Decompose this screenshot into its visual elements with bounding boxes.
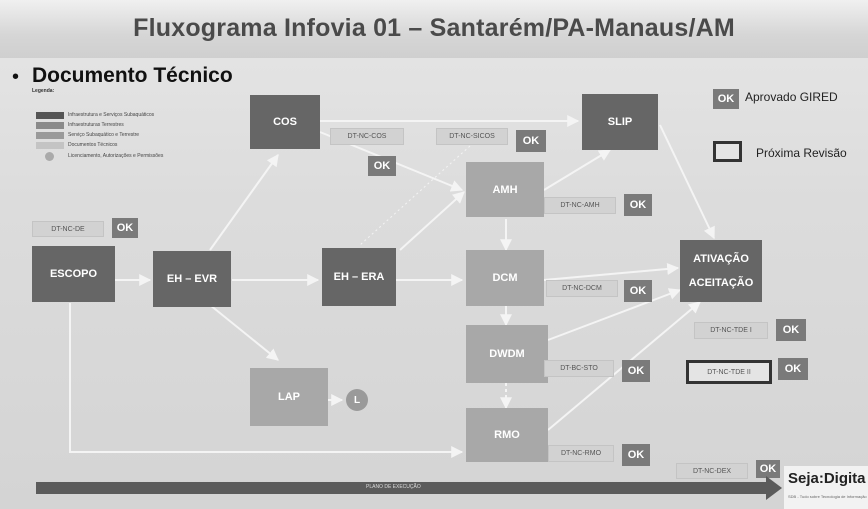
arrow-evr-lap [209,304,279,361]
slide-title: Fluxograma Infovia 01 – Santarém/PA-Mana… [133,14,735,42]
execution-plan-label: PLANO DE EXECUÇÃO [366,484,421,490]
arrow-slip-ativacao [659,124,715,240]
legend-swatch [36,112,64,119]
legend-next-review-label: Próxima Revisão [756,146,847,160]
arrow-dcm-ativacao [543,262,680,281]
node-eh-era: EH – ERA [322,248,396,306]
tag-dt-bc-sto: DT-BC-STO [544,360,614,377]
node-slip: SLIP [582,94,658,150]
logo-subtext: SDB - Tudo sobre Tecnologia de Informaçã… [788,494,867,499]
node-ativacao-aceitacao: ATIVAÇÃO ACEITAÇÃO [680,240,762,302]
legend-swatch [36,132,64,139]
tag-dt-nc-dex: DT-NC-DEX [676,463,748,479]
legend-swatch [36,122,64,129]
ok-badge: OK [624,194,652,216]
node-dwdm: DWDM [466,325,548,383]
node-ativacao-label: ATIVAÇÃO [693,253,749,265]
legend-label: Serviço Subaquático e Terrestre [68,132,140,138]
legend-swatch [36,142,64,149]
arrow-evr-cos [209,154,279,251]
legend-title: Legenda: [32,88,55,94]
ok-badge: OK [112,218,138,238]
arrow-dwdm-aceitacao [547,288,682,341]
node-escopo: ESCOPO [32,246,115,302]
tag-dt-nc-rmo: DT-NC-RMO [548,445,614,462]
legend-ok-badge: OK [713,89,739,109]
legend-next-review-box [713,141,742,162]
legend-label: Infraestrutura e Serviços Subaquáticos [68,112,155,118]
node-dcm: DCM [466,250,544,306]
tag-dt-nc-dcm: DT-NC-DCM [546,280,618,297]
ok-badge: OK [622,360,650,382]
arrow-era-amh [399,191,465,251]
licensing-circle-icon: L [346,389,368,411]
node-rmo: RMO [466,408,548,462]
ok-badge: OK [516,130,546,152]
seja-digital-logo: Seja:Digita SDB - Tudo sobre Tecnologia … [784,466,868,509]
arrow-amh-slip [543,149,612,191]
node-aceitacao-label: ACEITAÇÃO [688,277,754,289]
tag-dt-nc-tde-i: DT-NC-TDE I [694,322,768,339]
execution-plan-bar: PLANO DE EXECUÇÃO [36,482,766,494]
legend-circle-icon [45,152,54,161]
slide-subtitle: Documento Técnico [32,64,233,87]
node-amh: AMH [466,162,544,217]
ok-badge: OK [368,156,396,176]
legend-label: Documentos Técnicos [68,142,118,148]
tag-dt-nc-amh: DT-NC-AMH [544,197,616,214]
tag-dt-nc-sicos: DT-NC-SICOS [436,128,508,145]
ok-badge: OK [756,460,780,478]
ok-badge: OK [778,358,808,380]
execution-plan-arrowhead [766,476,782,500]
node-lap: LAP [250,368,328,426]
tag-dt-nc-tde-ii: DT-NC-TDE II [686,360,772,384]
bullet-glyph: • [12,66,20,88]
ok-badge: OK [624,280,652,302]
logo-text: Seja:Digita [788,470,866,487]
tag-dt-nc-de: DT-NC-DE [32,221,104,237]
legend-approved-label: Aprovado GIRED [745,90,838,104]
title-band [0,0,868,58]
arrow-escopo-rmo [69,303,464,458]
node-cos: COS [250,95,320,149]
legend-label: Infraestruturas Terrestres [68,122,124,128]
node-eh-evr: EH – EVR [153,251,231,307]
ok-badge: OK [776,319,806,341]
ok-badge: OK [622,444,650,466]
legend-label: Licenciamento, Autorizações e Permissões [68,153,164,159]
tag-dt-nc-cos: DT-NC-COS [330,128,404,145]
